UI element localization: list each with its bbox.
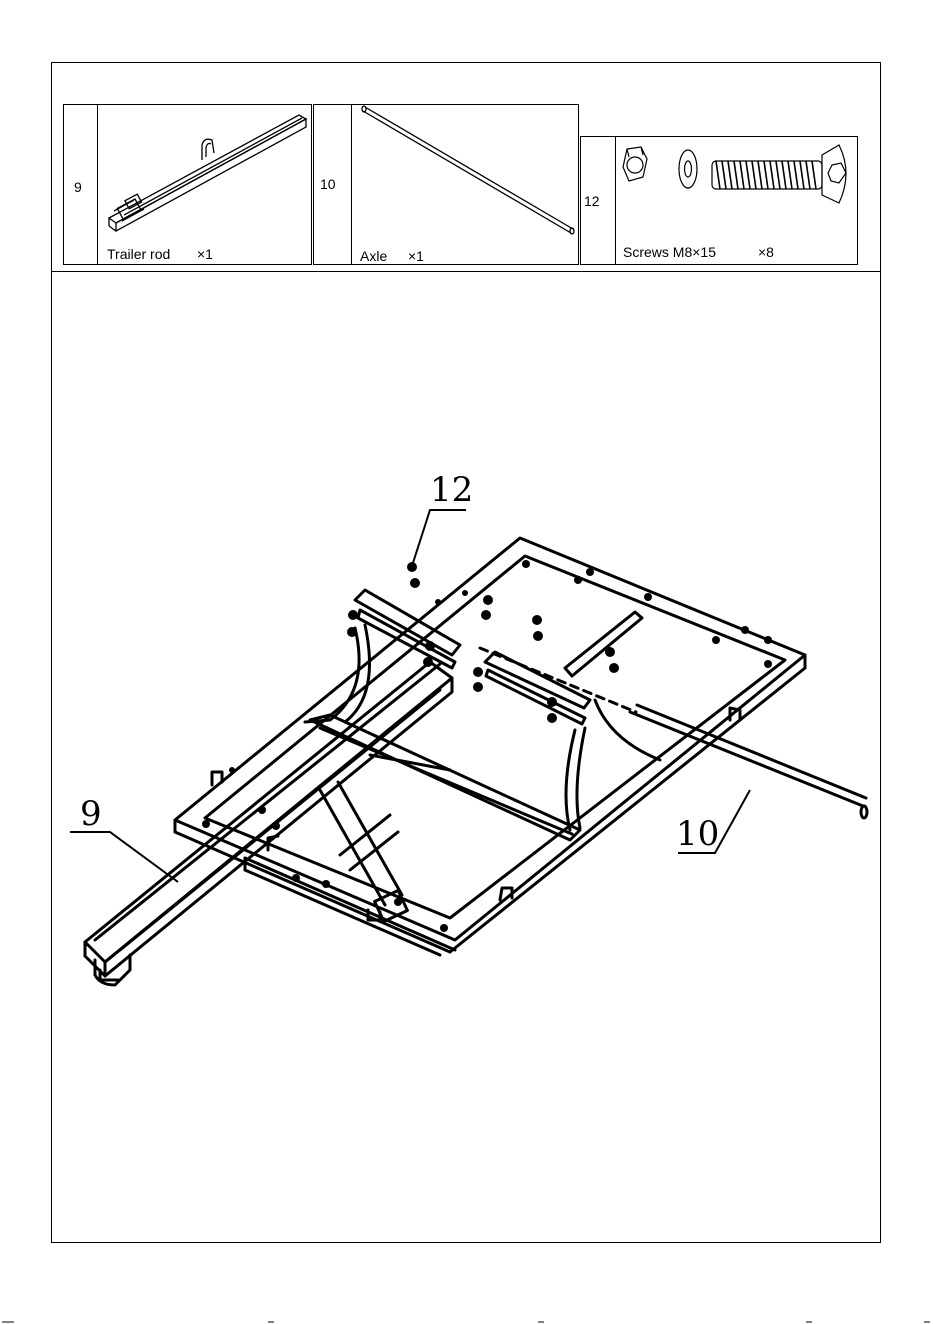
strap-right bbox=[566, 730, 575, 830]
leader-12 bbox=[412, 510, 466, 566]
leader-9 bbox=[70, 832, 178, 882]
cross-member-2 bbox=[565, 612, 642, 676]
bottom-edge-marks bbox=[0, 1316, 933, 1324]
axle bbox=[630, 712, 863, 806]
callout-10: 10 bbox=[676, 817, 719, 851]
callout-9: 9 bbox=[80, 797, 102, 831]
callout-12: 12 bbox=[430, 473, 473, 507]
